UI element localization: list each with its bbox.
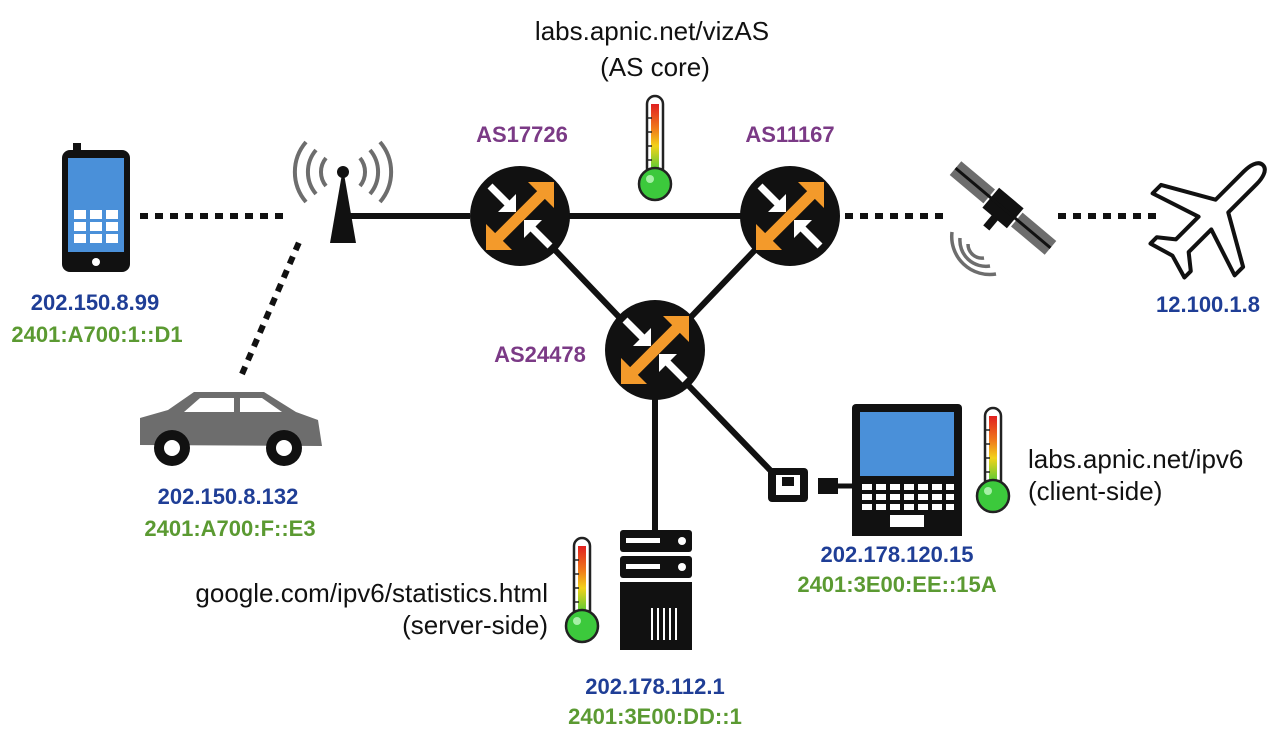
router-icon (470, 166, 570, 266)
server-note-sub: (server-side) (402, 610, 548, 640)
wireless-car-tower (239, 238, 303, 376)
plane-ipv4: 12.100.1.8 (1156, 292, 1260, 317)
server-note-url: google.com/ipv6/statistics.html (195, 578, 548, 608)
server-ipv6: 2401:3E00:DD::1 (568, 704, 742, 729)
ethernet-port-icon (768, 468, 856, 502)
laptop-icon (852, 404, 962, 536)
router-label-as11167: AS11167 (745, 122, 834, 147)
router-icon (740, 166, 840, 266)
thermometer-icon (975, 406, 1011, 514)
server-icon (620, 530, 692, 650)
car-ipv4: 202.150.8.132 (158, 484, 299, 509)
router-label-as24478: AS24478 (494, 342, 586, 367)
client-note-url: labs.apnic.net/ipv6 (1028, 444, 1243, 474)
car-icon (140, 392, 322, 466)
car-ipv6: 2401:A700:F::E3 (144, 516, 315, 541)
router-label-as17726: AS17726 (476, 122, 568, 147)
link-r2-r3 (687, 247, 758, 321)
laptop-ipv4: 202.178.120.15 (821, 542, 974, 567)
mobile-phone-icon (62, 143, 130, 272)
server-ipv4: 202.178.112.1 (585, 674, 724, 699)
phone-ipv6: 2401:A700:1::D1 (11, 322, 182, 347)
cell-tower-icon (292, 140, 394, 243)
link-r1-r3 (552, 247, 623, 321)
core-note-url: labs.apnic.net/vizAS (535, 16, 769, 46)
client-note-sub: (client-side) (1028, 476, 1162, 506)
satellite-icon (949, 161, 1057, 255)
satellite-signal-waves (949, 231, 997, 277)
phone-ipv4: 202.150.8.99 (31, 290, 159, 315)
link-r3-port (685, 382, 773, 473)
router-icon (605, 300, 705, 400)
core-note-sub: (AS core) (600, 52, 710, 82)
thermometer-icon (564, 536, 600, 644)
laptop-ipv6: 2401:3E00:EE::15A (797, 572, 996, 597)
airplane-icon (1148, 161, 1267, 280)
thermometer-icon (637, 94, 673, 202)
